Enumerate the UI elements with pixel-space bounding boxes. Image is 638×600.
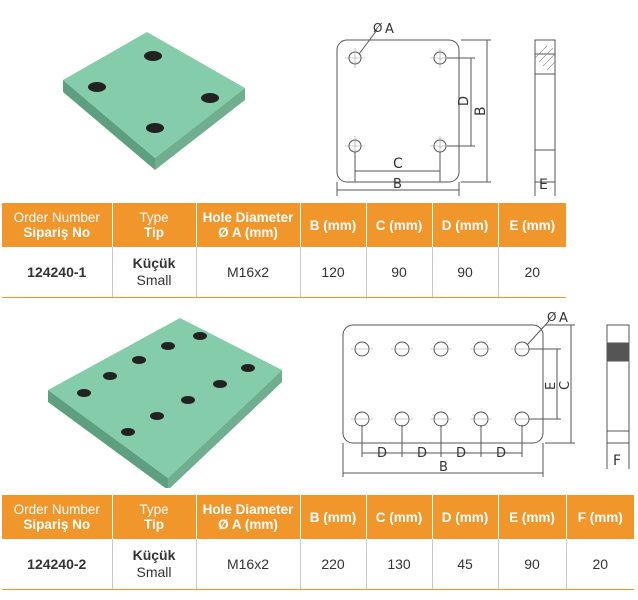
spec-table-small: Order Number Sipariş No Type Tip Hole Di…: [2, 203, 566, 298]
b-cell: 220: [300, 539, 367, 590]
dim-label-b-side: B: [473, 106, 489, 116]
col-f: F (mm): [566, 495, 634, 539]
order-number-cell: 124240-2: [2, 539, 113, 590]
col-type: Type Tip: [112, 495, 197, 539]
type-tr-value: Küçük: [132, 546, 176, 563]
dim-label-a: A: [559, 311, 568, 326]
type-en-value: Small: [136, 271, 172, 288]
table-row: 124240-1 Küçük Small M16x2 120 90 90 20: [2, 247, 566, 298]
dim-label-f: F: [613, 453, 621, 469]
type-header-tr: Tip: [144, 517, 164, 532]
type-header-tr: Tip: [144, 225, 164, 240]
d-cell: 90: [432, 247, 499, 298]
hole-diameter-symbol: Ø: [547, 310, 556, 324]
dim-label-a: A: [385, 22, 394, 37]
col-c: C (mm): [366, 495, 433, 539]
plate-large-side-view: [606, 324, 630, 469]
dim-label-d3: D: [456, 446, 466, 461]
plate-small-front-view: [336, 29, 491, 196]
col-e: E (mm): [498, 495, 567, 539]
col-order-number: Order Number Sipariş No: [2, 203, 113, 247]
e-cell: 90: [498, 539, 567, 590]
order-number-header-tr: Sipariş No: [23, 517, 91, 532]
type-tr-value: Küçük: [132, 254, 176, 271]
f-cell: 20: [566, 539, 634, 590]
col-d: D (mm): [432, 203, 499, 247]
table-row: 124240-2 Küçük Small M16x2 220 130 45 90…: [2, 539, 634, 590]
order-number-header-en: Order Number: [13, 210, 100, 225]
type-cell: Küçük Small: [112, 539, 197, 590]
dim-label-c: C: [393, 156, 403, 172]
hole-header-en: Hole Diameter: [202, 210, 294, 225]
dim-label-d2: D: [417, 446, 427, 461]
col-c: C (mm): [366, 203, 433, 247]
b-cell: 120: [300, 247, 367, 298]
type-header-en: Type: [139, 210, 169, 225]
col-order-number: Order Number Sipariş No: [2, 495, 113, 539]
dim-label-b: B: [439, 460, 448, 475]
col-hole-diameter: Hole Diameter Ø A (mm): [196, 495, 301, 539]
dim-label-e: E: [544, 382, 559, 390]
dim-label-e: E: [539, 177, 548, 193]
type-header-en: Type: [139, 502, 169, 517]
plate-large-drawing: Ø A E C D D D D B F: [342, 310, 630, 477]
col-hole-diameter: Hole Diameter Ø A (mm): [196, 203, 301, 247]
hole-diameter-cell: M16x2: [196, 539, 301, 590]
type-en-value: Small: [136, 563, 172, 580]
c-cell: 130: [366, 539, 433, 590]
col-b: B (mm): [300, 495, 367, 539]
dim-label-d4: D: [496, 446, 506, 461]
plate-large-image: [48, 318, 282, 488]
spec-table-large: Order Number Sipariş No Type Tip Hole Di…: [2, 495, 634, 590]
order-number-header-tr: Sipariş No: [23, 225, 91, 240]
plate-small-drawing: Ø A D B C B E: [336, 21, 556, 196]
plate-small-image: [63, 32, 245, 170]
plate-small-side-view: [534, 39, 556, 196]
plate-large-front-view: [342, 320, 575, 477]
hole-header-tr: Ø A (mm): [218, 517, 278, 532]
hole-header-tr: Ø A (mm): [218, 225, 278, 240]
col-type: Type Tip: [112, 203, 197, 247]
hole-diameter-symbol: Ø: [373, 21, 382, 35]
dim-label-c: C: [558, 381, 573, 390]
col-b: B (mm): [300, 203, 367, 247]
hole-header-en: Hole Diameter: [202, 502, 294, 517]
dim-label-b-bottom: B: [393, 177, 402, 192]
order-number-cell: 124240-1: [2, 247, 113, 298]
e-cell: 20: [498, 247, 566, 298]
dim-label-d: D: [457, 96, 472, 106]
d-cell: 45: [432, 539, 499, 590]
type-cell: Küçük Small: [112, 247, 197, 298]
dim-label-d1: D: [377, 446, 387, 461]
col-e: E (mm): [498, 203, 566, 247]
c-cell: 90: [366, 247, 433, 298]
hole-diameter-cell: M16x2: [196, 247, 301, 298]
order-number-header-en: Order Number: [13, 502, 100, 517]
col-d: D (mm): [432, 495, 499, 539]
